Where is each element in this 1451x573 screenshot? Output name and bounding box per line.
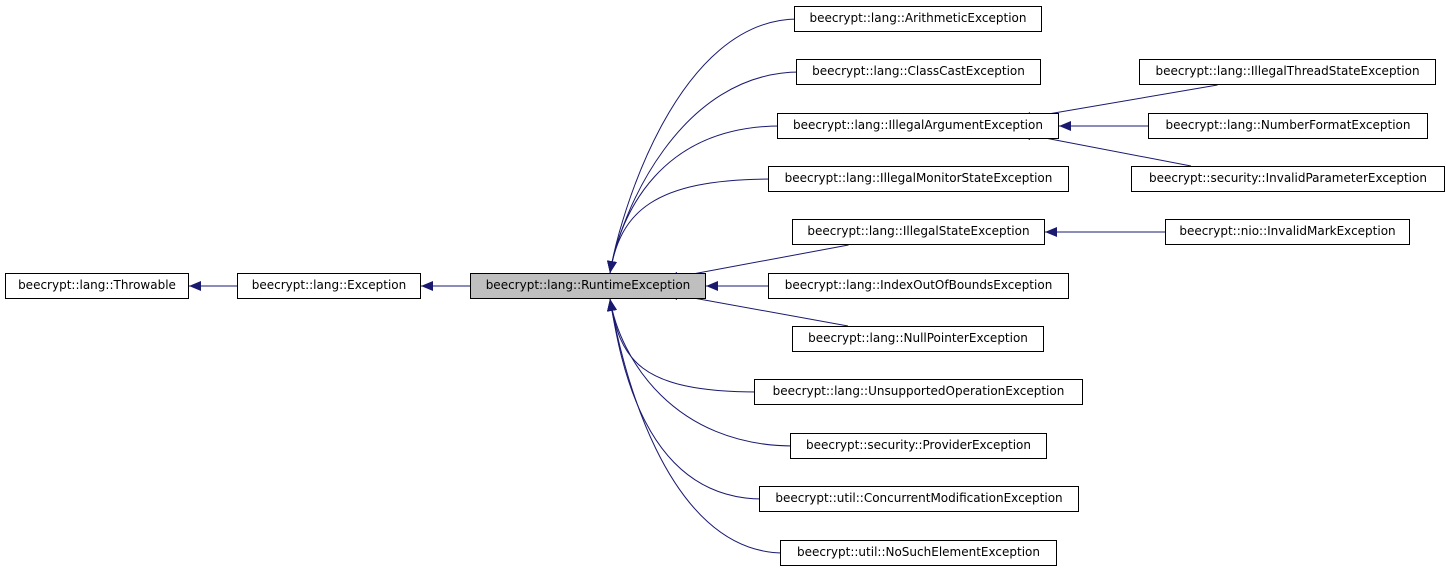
- node-exception[interactable]: beecrypt::lang::Exception: [237, 273, 421, 299]
- edge-arithmetic-to-runtime_exception: [607, 18, 799, 274]
- edge-illegal_argument-to-runtime_exception: [607, 125, 782, 274]
- edge-unsupported_operation-to-runtime_exception: [607, 298, 759, 393]
- node-runtime-exception-current[interactable]: beecrypt::lang::RuntimeException: [470, 273, 706, 299]
- node-provider-exception[interactable]: beecrypt::security::ProviderException: [790, 433, 1047, 459]
- edge-illegal_monitor_state-to-runtime_exception: [607, 178, 773, 274]
- node-number-format-exception[interactable]: beecrypt::lang::NumberFormatException: [1148, 113, 1428, 139]
- node-arithmetic-exception[interactable]: beecrypt::lang::ArithmeticException: [794, 6, 1042, 32]
- edge-no_such_element-to-runtime_exception: [607, 298, 785, 554]
- node-illegal-state-exception[interactable]: beecrypt::lang::IllegalStateException: [792, 219, 1045, 245]
- node-null-pointer-exception[interactable]: beecrypt::lang::NullPointerException: [792, 326, 1044, 352]
- edge-concurrent_modification-to-runtime_exception: [607, 298, 764, 500]
- node-illegal-thread-state-exception[interactable]: beecrypt::lang::IllegalThreadStateExcept…: [1139, 59, 1436, 85]
- node-no-such-element-exception[interactable]: beecrypt::util::NoSuchElementException: [780, 540, 1057, 566]
- node-illegal-monitor-state-exception[interactable]: beecrypt::lang::IllegalMonitorStateExcep…: [768, 166, 1069, 192]
- node-invalid-parameter-exception[interactable]: beecrypt::security::InvalidParameterExce…: [1131, 166, 1445, 192]
- node-unsupported-operation-exception[interactable]: beecrypt::lang::UnsupportedOperationExce…: [754, 379, 1083, 405]
- node-class-cast-exception[interactable]: beecrypt::lang::ClassCastException: [796, 59, 1041, 85]
- node-concurrent-modification-exception[interactable]: beecrypt::util::ConcurrentModificationEx…: [759, 486, 1079, 512]
- node-throwable[interactable]: beecrypt::lang::Throwable: [5, 273, 189, 299]
- edge-provider-to-runtime_exception: [607, 298, 795, 447]
- node-invalid-mark-exception[interactable]: beecrypt::nio::InvalidMarkException: [1165, 219, 1410, 245]
- node-illegal-argument-exception[interactable]: beecrypt::lang::IllegalArgumentException: [777, 113, 1059, 139]
- node-index-out-of-bounds-exception[interactable]: beecrypt::lang::IndexOutOfBoundsExceptio…: [768, 273, 1069, 299]
